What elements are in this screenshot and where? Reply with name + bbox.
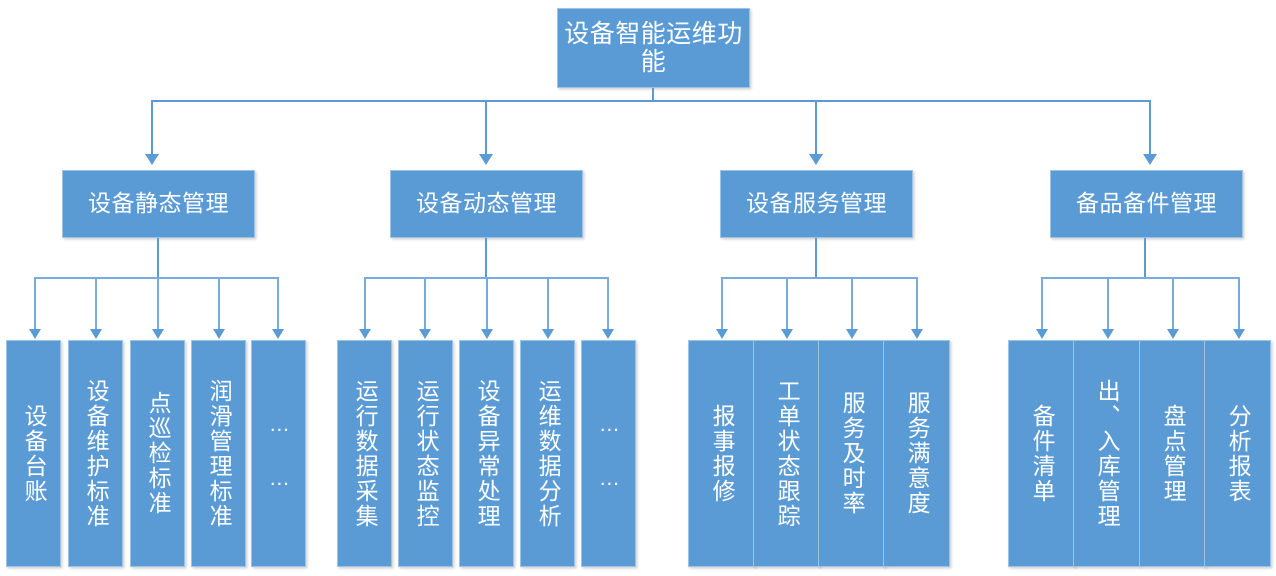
- node-g2-leaf-3[interactable]: 设备异常处理: [459, 340, 514, 567]
- connector-root-stem: [652, 88, 654, 101]
- connector-drop-g1-leaf-5: [277, 277, 279, 330]
- node-branch-2-label: 设备动态管理: [416, 190, 557, 217]
- connector-drop-g4-leaf-3: [1172, 277, 1174, 330]
- connector-stem-branch-2: [485, 238, 487, 278]
- connector-drop-g1-leaf-2: [95, 277, 97, 330]
- connector-drop-g1-leaf-3: [157, 277, 159, 330]
- arrow-branch-1: [145, 154, 159, 165]
- connector-drop-g2-leaf-4: [547, 277, 549, 330]
- node-g1-leaf-1[interactable]: 设备台账: [6, 340, 61, 567]
- node-g1-leaf-5[interactable]: … …: [251, 340, 306, 567]
- node-g2-leaf-3-label: 设备异常处理: [474, 378, 501, 529]
- arrow-g4-leaf-2: [1102, 329, 1114, 339]
- arrow-g3-leaf-1: [716, 329, 728, 339]
- node-branch-4-label: 备品备件管理: [1076, 190, 1217, 217]
- arrow-branch-2: [479, 154, 493, 165]
- connector-bus-branch-4: [1041, 277, 1239, 279]
- node-g1-leaf-3-label: 点巡检标准: [145, 391, 172, 516]
- node-g1-leaf-2-label: 设备维护标准: [83, 378, 110, 529]
- connector-drop-g2-leaf-1: [364, 277, 366, 330]
- node-g3-leaf-3-label: 服务及时率: [839, 391, 866, 516]
- node-g2-leaf-1-label: 运行数据采集: [352, 378, 379, 529]
- arrow-g2-leaf-5: [602, 329, 614, 339]
- arrow-g1-leaf-5: [272, 329, 284, 339]
- connector-drop-g2-leaf-2: [424, 277, 426, 330]
- arrow-g1-leaf-3: [152, 329, 164, 339]
- connector-drop-branch-3: [815, 100, 817, 154]
- node-g4-leaf-1-label: 备件清单: [1029, 403, 1056, 504]
- connector-stem-branch-4: [1144, 238, 1146, 278]
- connector-drop-g4-leaf-4: [1238, 277, 1240, 330]
- node-g3-leaf-4[interactable]: 服务满意度: [883, 340, 950, 567]
- node-g4-leaf-4[interactable]: 分析报表: [1204, 340, 1271, 567]
- arrow-g4-leaf-4: [1233, 329, 1245, 339]
- connector-drop-branch-4: [1149, 100, 1151, 154]
- node-g1-leaf-3[interactable]: 点巡检标准: [130, 340, 185, 567]
- node-g4-leaf-1[interactable]: 备件清单: [1008, 340, 1075, 567]
- connector-bus-branch-3: [721, 277, 917, 279]
- node-g1-leaf-5-label: … …: [267, 413, 291, 494]
- node-branch-3-label: 设备服务管理: [746, 190, 887, 217]
- node-g1-leaf-2[interactable]: 设备维护标准: [68, 340, 123, 567]
- connector-drop-branch-2: [485, 100, 487, 154]
- node-g4-leaf-3[interactable]: 盘点管理: [1139, 340, 1206, 567]
- node-branch-3[interactable]: 设备服务管理: [720, 170, 913, 238]
- arrow-g3-leaf-2: [781, 329, 793, 339]
- arrow-g2-leaf-3: [481, 329, 493, 339]
- node-g3-leaf-3[interactable]: 服务及时率: [818, 340, 885, 567]
- node-g1-leaf-4-label: 润滑管理标准: [206, 378, 233, 529]
- node-g2-leaf-4[interactable]: 运维数据分析: [520, 340, 575, 567]
- node-root-label: 设备智能运维功能: [564, 20, 743, 76]
- connector-drop-g2-leaf-3: [486, 277, 488, 330]
- node-g3-leaf-2[interactable]: 工单状态跟踪: [753, 340, 820, 567]
- connector-stem-branch-1: [157, 238, 159, 278]
- connector-drop-g3-leaf-4: [916, 277, 918, 330]
- connector-drop-branch-1: [151, 100, 153, 154]
- node-g3-leaf-4-label: 服务满意度: [904, 391, 931, 516]
- node-branch-1[interactable]: 设备静态管理: [62, 170, 255, 238]
- arrow-g2-leaf-1: [359, 329, 371, 339]
- connector-stem-branch-3: [815, 238, 817, 278]
- connector-drop-g3-leaf-2: [786, 277, 788, 330]
- node-g2-leaf-5-label: … …: [597, 413, 621, 494]
- arrow-branch-3: [809, 154, 823, 165]
- node-g2-leaf-2[interactable]: 运行状态监控: [398, 340, 453, 567]
- arrow-g2-leaf-4: [542, 329, 554, 339]
- arrow-g3-leaf-3: [846, 329, 858, 339]
- arrow-g4-leaf-1: [1036, 329, 1048, 339]
- arrow-g4-leaf-3: [1167, 329, 1179, 339]
- connector-drop-g3-leaf-3: [851, 277, 853, 330]
- node-g1-leaf-1-label: 设备台账: [21, 403, 48, 504]
- node-g1-leaf-4[interactable]: 润滑管理标准: [191, 340, 246, 567]
- node-g4-leaf-2-label: 出、入库管理: [1094, 378, 1121, 529]
- node-g2-leaf-1[interactable]: 运行数据采集: [337, 340, 392, 567]
- connector-bus-branch-1: [34, 277, 278, 279]
- connector-drop-g4-leaf-2: [1107, 277, 1109, 330]
- connector-drop-g3-leaf-1: [721, 277, 723, 330]
- connector-drop-g2-leaf-5: [607, 277, 609, 330]
- node-g3-leaf-2-label: 工单状态跟踪: [774, 378, 801, 529]
- connector-drop-g4-leaf-1: [1041, 277, 1043, 330]
- connector-level1-bus: [151, 100, 1151, 102]
- node-branch-2[interactable]: 设备动态管理: [390, 170, 583, 238]
- connector-drop-g1-leaf-4: [218, 277, 220, 330]
- arrow-g1-leaf-2: [90, 329, 102, 339]
- arrow-g2-leaf-2: [419, 329, 431, 339]
- arrow-branch-4: [1143, 154, 1157, 165]
- node-branch-1-label: 设备静态管理: [88, 190, 229, 217]
- node-branch-4[interactable]: 备品备件管理: [1050, 170, 1243, 238]
- arrow-g1-leaf-4: [213, 329, 225, 339]
- node-g4-leaf-3-label: 盘点管理: [1160, 403, 1187, 504]
- connector-drop-g1-leaf-1: [34, 277, 36, 330]
- node-root[interactable]: 设备智能运维功能: [557, 8, 750, 88]
- arrow-g3-leaf-4: [911, 329, 923, 339]
- arrow-g1-leaf-1: [29, 329, 41, 339]
- node-g4-leaf-2[interactable]: 出、入库管理: [1073, 340, 1140, 567]
- node-g4-leaf-4-label: 分析报表: [1225, 403, 1252, 504]
- node-g3-leaf-1[interactable]: 报事报修: [688, 340, 755, 567]
- node-g2-leaf-4-label: 运维数据分析: [535, 378, 562, 529]
- node-g2-leaf-2-label: 运行状态监控: [413, 378, 440, 529]
- node-g2-leaf-5[interactable]: … …: [581, 340, 636, 567]
- node-g3-leaf-1-label: 报事报修: [709, 403, 736, 504]
